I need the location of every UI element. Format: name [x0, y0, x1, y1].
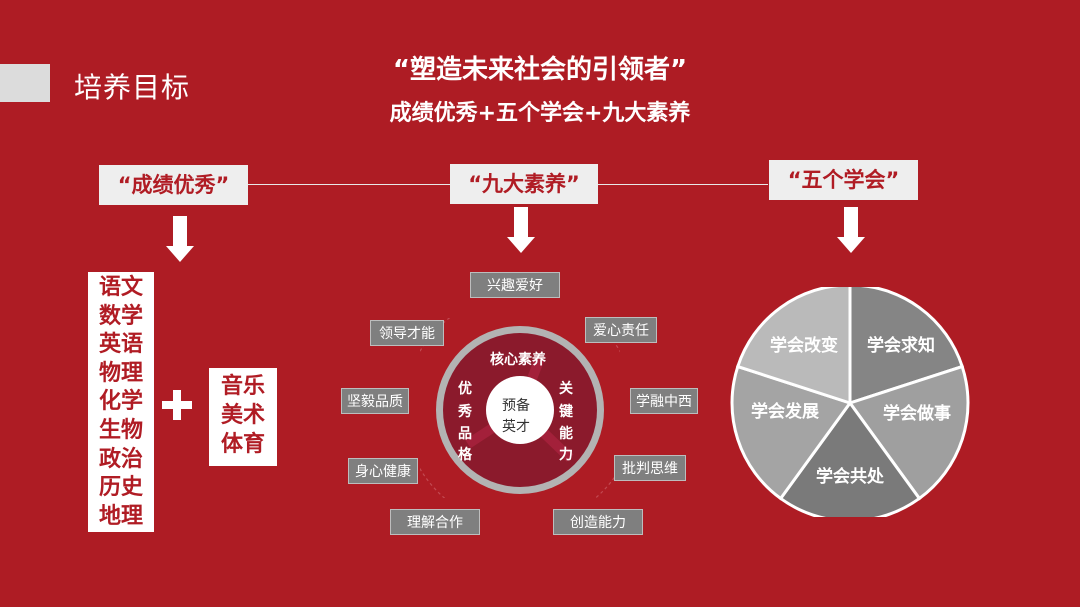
- ring-right-char: 关: [559, 380, 573, 397]
- subject-list: 语文 数学 英语 物理 化学 生物 政治 历史 地理: [88, 272, 154, 532]
- literacy-tag: 学融中西: [630, 388, 698, 414]
- down-arrow-icon: [166, 216, 194, 262]
- subject-item: 英语: [98, 332, 143, 358]
- arts-item: 体育: [220, 432, 265, 457]
- subject-item: 政治: [98, 446, 143, 472]
- subject-item: 化学: [98, 389, 143, 415]
- literacy-tag: 坚毅品质: [341, 388, 409, 414]
- ring-left-char: 优: [458, 380, 472, 397]
- five-learn-pie: 学会求知 学会做事 学会共处 学会发展 学会改变: [730, 287, 970, 517]
- main-subtitle: 成绩优秀+五个学会+九大素养: [389, 101, 691, 126]
- pie-slice: [848, 287, 965, 406]
- ring-left-char: 秀: [457, 403, 473, 420]
- arts-item: 美术: [220, 403, 265, 428]
- literacy-tag: 创造能力: [553, 509, 643, 535]
- subject-item: 历史: [98, 475, 143, 501]
- core-literacy-ring: 核心素养 优 秀 品 格 关 键 能 力 预备 英才: [420, 318, 620, 498]
- ring-right-char: 能: [559, 425, 573, 442]
- subject-item: 数学: [98, 303, 143, 329]
- down-arrow-icon: [837, 207, 865, 253]
- pie-slice: [778, 400, 922, 517]
- arts-list: 音乐 美术 体育: [209, 368, 277, 466]
- ring-center-line2: 英才: [502, 418, 530, 435]
- ring-top-label: 核心素养: [490, 351, 547, 368]
- subject-item: 地理: [98, 503, 143, 529]
- pie-label: 学会共处: [816, 466, 885, 487]
- literacy-tag: 爱心责任: [585, 317, 657, 343]
- pie-slice: [735, 287, 852, 406]
- plus-icon: [162, 390, 192, 420]
- literacy-tag: 兴趣爱好: [470, 272, 560, 298]
- ring-center-line1: 预备: [502, 397, 530, 414]
- section-marker: [0, 64, 50, 102]
- arts-item: 音乐: [220, 374, 265, 399]
- ring-left-char: 品: [458, 426, 472, 442]
- ring-left-char: 格: [458, 446, 473, 463]
- subject-item: 语文: [98, 275, 143, 300]
- pillar-learn: “五个学会”: [769, 160, 918, 200]
- section-title: 培养目标: [74, 71, 191, 104]
- literacy-tag: 领导才能: [370, 320, 444, 346]
- pie-slice: [730, 364, 853, 501]
- pillar-literacy: “九大素养”: [450, 164, 598, 204]
- pie-label: 学会改变: [770, 335, 838, 356]
- ring-right-char: 键: [558, 403, 574, 420]
- subject-item: 生物: [98, 417, 143, 443]
- pie-label: 学会做事: [883, 403, 951, 424]
- subject-item: 物理: [98, 360, 143, 386]
- pie-label: 学会求知: [867, 335, 935, 356]
- pillar-grades: “成绩优秀”: [99, 165, 248, 205]
- literacy-tag: 理解合作: [390, 509, 480, 535]
- literacy-tag: 身心健康: [348, 458, 418, 484]
- literacy-tag: 批判思维: [614, 455, 686, 481]
- main-title: “塑造未来社会的引领者”: [392, 55, 688, 85]
- pie-slice: [847, 364, 970, 501]
- pie-label: 学会发展: [751, 401, 819, 422]
- ring-center: [486, 376, 554, 444]
- ring-right-char: 力: [559, 446, 573, 463]
- down-arrow-icon: [507, 207, 535, 253]
